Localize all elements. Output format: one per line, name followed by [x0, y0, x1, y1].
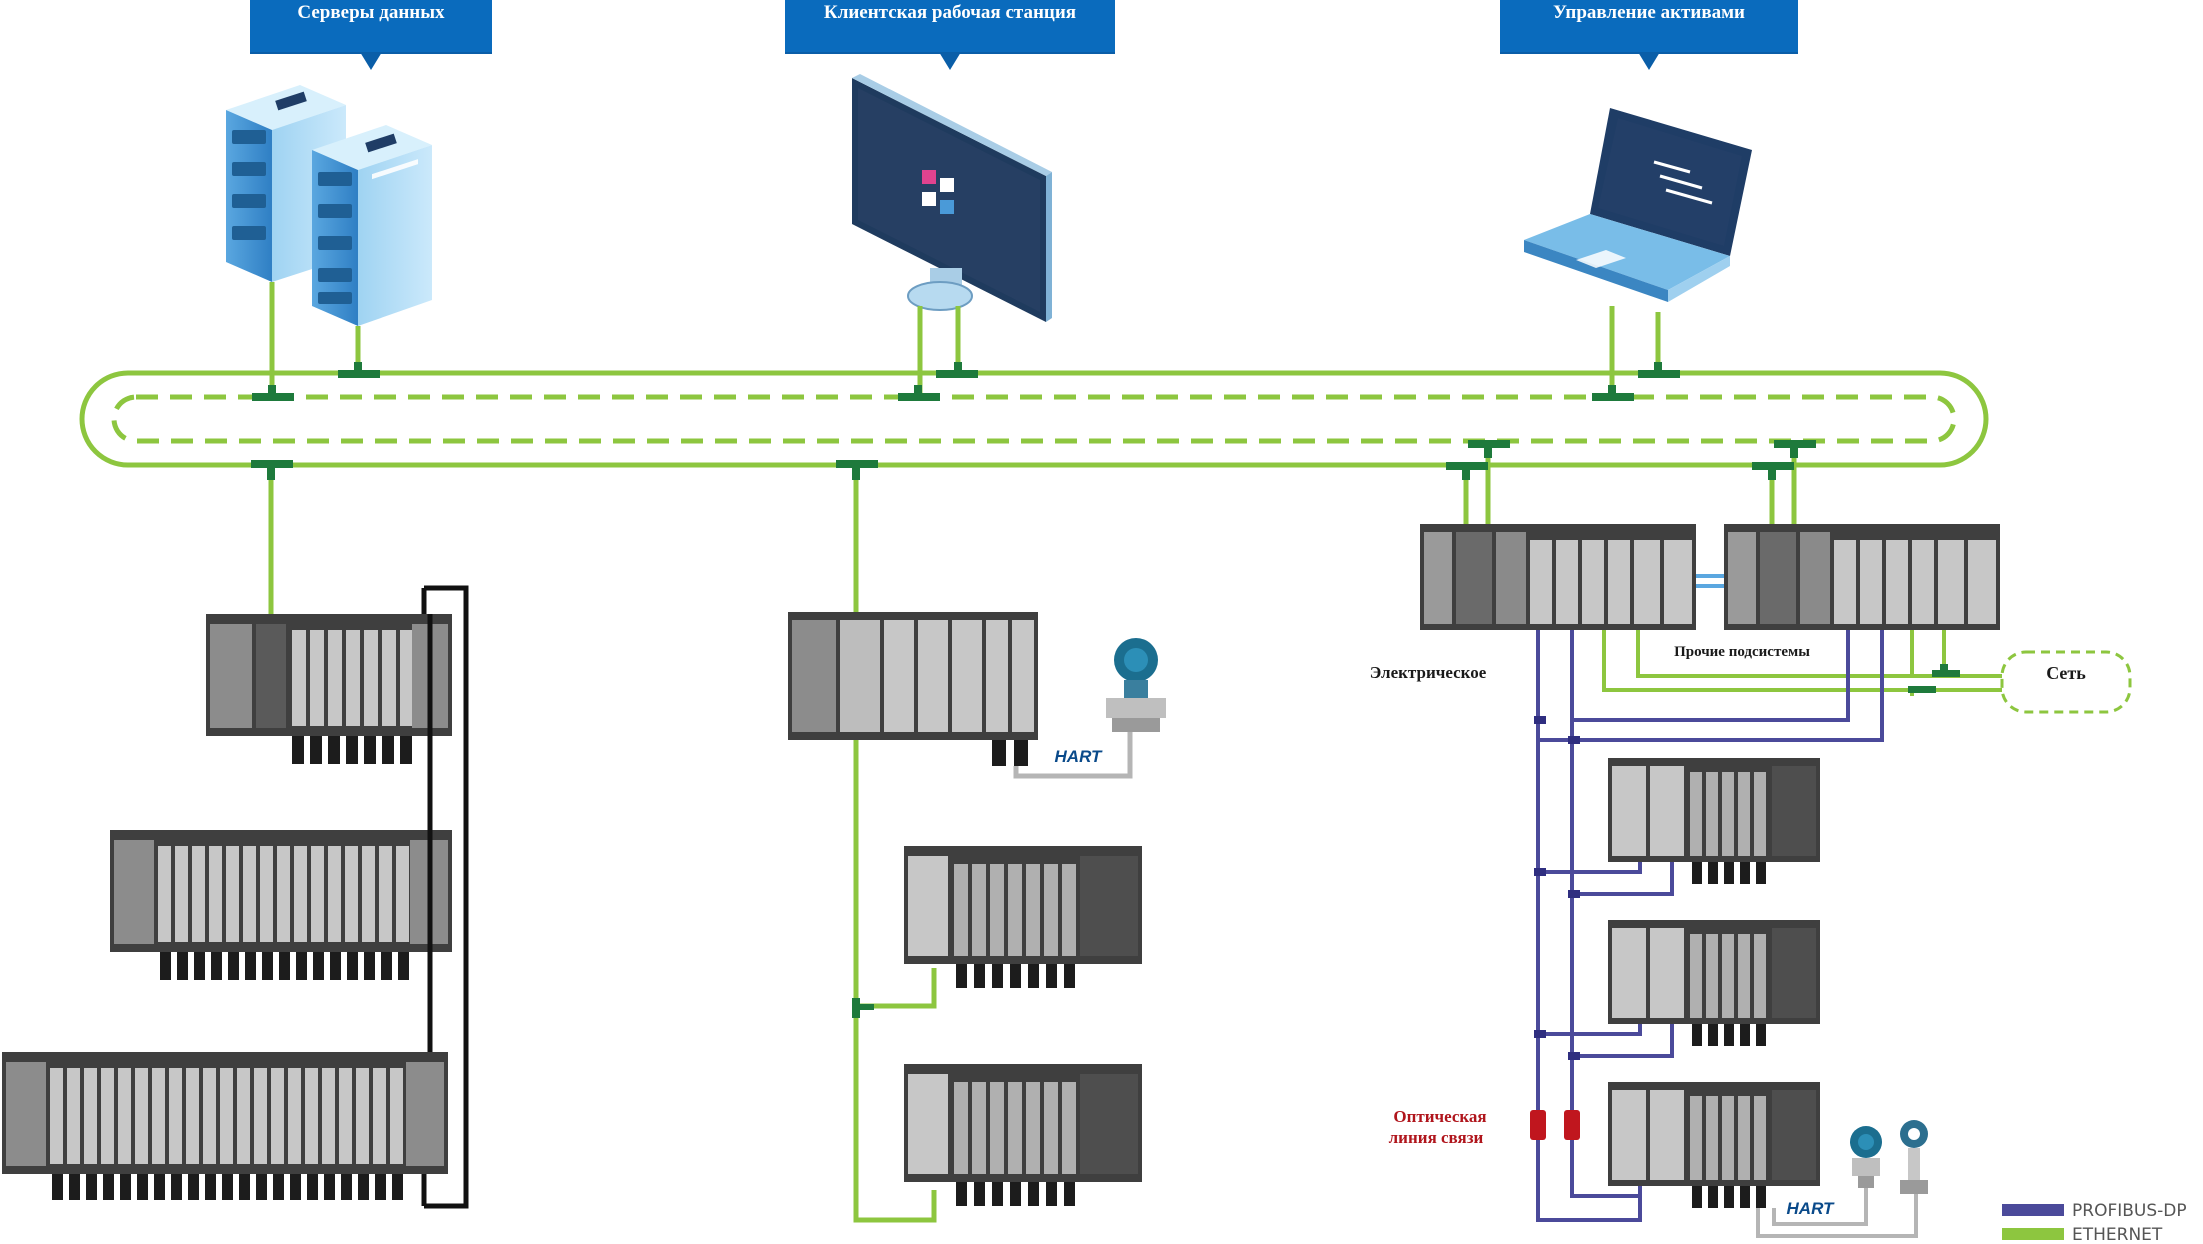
- remote-io-middle-1: [904, 846, 1142, 988]
- asset-management-header: Управление активами: [1500, 0, 1798, 70]
- other-subsystems-label: Прочие подсистемы: [1674, 644, 1810, 660]
- hart-label-top: HART: [1055, 747, 1104, 766]
- optical-converters: [1530, 1110, 1580, 1140]
- laptop-icon: [1524, 108, 1752, 302]
- hart-label-bottom: HART: [1787, 1199, 1836, 1218]
- remote-io-right-3: [1608, 1082, 1820, 1208]
- servers-header-arrow: [360, 52, 382, 70]
- io-rack-left-3: [2, 1052, 448, 1200]
- legend-ethernet-label: ETHERNET: [2072, 1225, 2163, 1244]
- controller-right-a: [1420, 524, 1696, 630]
- optical-line-label-2: линия связи: [1389, 1128, 1484, 1147]
- ethernet-ring: [79, 370, 1989, 468]
- remote-io-middle-2: [904, 1064, 1142, 1206]
- io-rack-left-2: [110, 830, 452, 980]
- legend-ethernet-swatch: [2002, 1228, 2064, 1240]
- servers-header-text: Серверы данных: [297, 2, 445, 23]
- database-server-icon: [226, 85, 432, 326]
- desktop-monitor-icon: [852, 74, 1052, 322]
- workstation-header: Клиентская рабочая станция: [785, 0, 1115, 70]
- pressure-transmitter-icon: [1106, 638, 1166, 732]
- flow-meter-icon: [1900, 1120, 1928, 1194]
- legend-profibus-swatch: [2002, 1204, 2064, 1216]
- optical-line-label-1: Оптическая: [1393, 1107, 1486, 1126]
- remote-io-right-1: [1608, 758, 1820, 884]
- remote-io-right-2: [1608, 920, 1820, 1046]
- asset-management-header-text: Управление активами: [1553, 2, 1745, 23]
- redundancy-loop: [424, 585, 469, 1209]
- legend: PROFIBUS-DP ETHERNET: [2002, 1201, 2187, 1244]
- asset-management-header-arrow: [1638, 52, 1660, 70]
- pressure-transmitter-icon: [1850, 1126, 1882, 1188]
- network-node: [2000, 650, 2132, 714]
- electrical-label: Электрическое: [1370, 663, 1487, 682]
- servers-header: Серверы данных: [250, 0, 492, 70]
- legend-profibus-label: PROFIBUS-DP: [2072, 1201, 2187, 1221]
- controller-middle: [788, 612, 1038, 766]
- network-label: Сеть: [2046, 663, 2086, 683]
- workstation-header-arrow: [939, 52, 961, 70]
- workstation-header-text: Клиентская рабочая станция: [823, 2, 1077, 23]
- io-rack-left-1: [206, 614, 452, 764]
- controller-right-b: [1724, 524, 2000, 630]
